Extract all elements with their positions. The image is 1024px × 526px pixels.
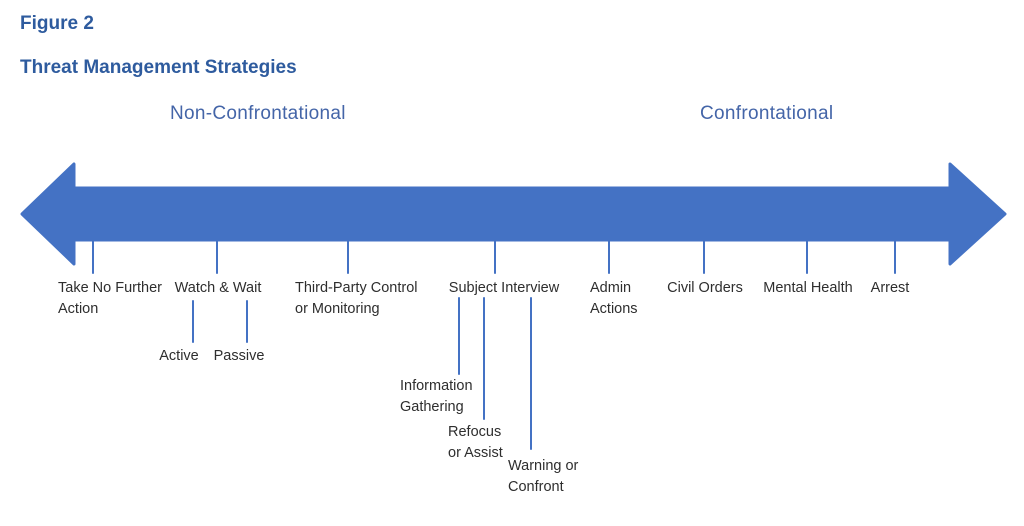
strategy-label-mental-health: Mental Health (763, 280, 853, 296)
tick-subject-interview (494, 240, 496, 274)
strategy-label-admin-actions: Admin Actions (590, 280, 638, 317)
figure-label: Figure 2 (20, 13, 94, 34)
subtick-information-gathering (458, 297, 460, 375)
strategy-label-civil-orders: Civil Orders (667, 280, 743, 296)
tick-watch-and-wait (216, 240, 218, 274)
figure-title: Threat Management Strategies (20, 57, 297, 78)
strategy-label-take-no-further-action: Take No Further Action (58, 280, 162, 317)
tick-arrest (894, 240, 896, 274)
axis-label-confrontational: Confrontational (700, 103, 834, 124)
strategy-label-refocus-or-assist: Refocus or Assist (448, 424, 503, 461)
strategy-label-subject-interview: Subject Interview (448, 280, 560, 296)
strategy-label-warning-or-confront: Warning or Confront (508, 458, 579, 495)
subtick-refocus-or-assist (483, 297, 485, 420)
strategy-label-active: Active (159, 348, 199, 364)
tick-civil-orders (703, 240, 705, 274)
tick-take-no-further-action (92, 240, 94, 274)
tick-mental-health (806, 240, 808, 274)
strategy-label-watch-and-wait: Watch & Wait (174, 280, 262, 296)
tick-third-party-control (347, 240, 349, 274)
strategy-label-third-party-control: Third-Party Control or Monitoring (295, 280, 418, 317)
tick-admin-actions (608, 240, 610, 274)
axis-label-non-confrontational: Non-Confrontational (170, 103, 346, 124)
subtick-passive (246, 300, 248, 343)
strategy-label-passive: Passive (213, 348, 265, 364)
strategy-label-arrest: Arrest (870, 280, 910, 296)
strategy-label-information-gathering: Information Gathering (400, 378, 473, 415)
subtick-warning-or-confront (530, 297, 532, 450)
double-arrow-shape (20, 162, 1007, 266)
subtick-active (192, 300, 194, 343)
